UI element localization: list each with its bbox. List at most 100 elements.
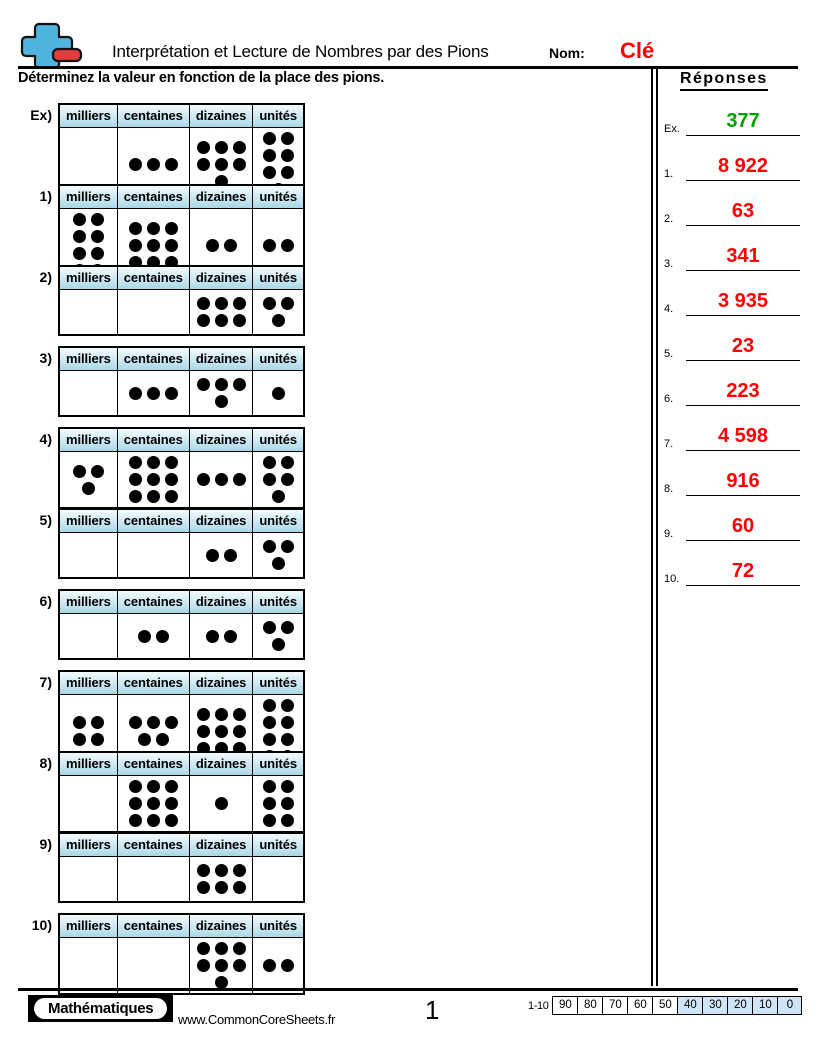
counter-dot [146, 157, 160, 171]
table-row [58, 937, 305, 995]
answer-blank-line [686, 585, 800, 586]
counter-cell-unités [252, 289, 305, 336]
counter-dots [65, 713, 112, 749]
counter-dots [258, 861, 298, 897]
counter-dot [146, 780, 160, 793]
answer-row: 6.223 [664, 361, 804, 406]
answer-row: 4.3 935 [664, 271, 804, 316]
counter-dot [146, 386, 160, 400]
table-row [58, 532, 305, 579]
answers-heading: Réponses [680, 70, 768, 91]
counter-dot [232, 140, 246, 154]
answer-blank-line [686, 360, 800, 361]
answer-row: 7.4 598 [664, 406, 804, 451]
problem-label: 3) [39, 350, 52, 366]
counter-dot [280, 149, 294, 162]
counter-dot [164, 780, 178, 793]
counter-dot [128, 473, 142, 486]
column-header-milliers: milliers [58, 346, 118, 371]
counter-dots [195, 375, 248, 411]
counter-dots [195, 618, 248, 654]
counter-dots [195, 227, 248, 263]
plus-minus-icon [20, 22, 83, 66]
column-header-centaines: centaines [116, 103, 190, 128]
counter-dot [232, 157, 246, 171]
counter-dot [146, 814, 160, 827]
answer-value: 8 922 [717, 155, 769, 177]
counter-cell-dizaines [188, 451, 254, 509]
counter-dots [258, 375, 298, 411]
counter-dots [258, 294, 298, 330]
answer-value: 60 [731, 515, 755, 537]
counter-cell-dizaines [188, 532, 254, 579]
answer-value: 72 [731, 560, 755, 582]
counter-cell-dizaines [188, 856, 254, 903]
column-header-centaines: centaines [116, 751, 190, 776]
answer-number: Ex. [664, 123, 680, 135]
problem-label: 8) [39, 755, 52, 771]
counter-dot [214, 314, 228, 327]
counter-dot [196, 378, 210, 391]
counter-dots [195, 294, 248, 330]
counter-dot [164, 473, 178, 486]
answer-number: 2. [664, 213, 674, 225]
answer-number: 4. [664, 303, 674, 315]
column-header-unités: unités [252, 832, 305, 857]
counter-dot [280, 814, 294, 827]
counter-dot [232, 473, 246, 486]
counter-dot [280, 699, 294, 712]
counter-dot [90, 230, 104, 243]
counter-dots [123, 294, 184, 330]
counter-dot [205, 629, 219, 643]
counter-dot [164, 157, 178, 171]
counter-dot [164, 797, 178, 810]
counter-dots [195, 462, 248, 498]
counter-dot [164, 490, 178, 503]
counter-dots [123, 221, 184, 269]
answer-number: 5. [664, 348, 674, 360]
counter-dots [123, 948, 184, 984]
counter-dots [195, 942, 248, 989]
counter-dots [195, 707, 248, 755]
column-header-centaines: centaines [116, 265, 190, 290]
counter-dot [271, 386, 285, 400]
counter-dot [271, 638, 285, 651]
counter-dot [128, 797, 142, 810]
counter-dot [232, 378, 246, 391]
counter-dot [146, 797, 160, 810]
problem-label: 2) [39, 269, 52, 285]
counter-dot [196, 473, 210, 486]
column-header-dizaines: dizaines [188, 103, 254, 128]
counter-cell-centaines [116, 532, 190, 579]
answer-blank-line [686, 135, 800, 136]
table-row [58, 451, 305, 509]
counter-dots [65, 861, 112, 897]
counter-dots [65, 786, 112, 822]
column-header-unités: unités [252, 670, 305, 695]
score-cell-30: 30 [702, 996, 728, 1015]
counter-dot [280, 238, 294, 252]
counter-dot [164, 716, 178, 729]
answer-blank-line [686, 180, 800, 181]
counter-dot [196, 724, 210, 738]
counter-dot [262, 959, 276, 972]
counter-dot [72, 213, 86, 226]
counter-dot [81, 481, 95, 495]
counter-dots [65, 948, 112, 984]
counter-dots [195, 786, 248, 822]
counter-dot [280, 780, 294, 793]
table-row [58, 370, 305, 417]
answer-row: 8.916 [664, 451, 804, 496]
column-header-centaines: centaines [116, 427, 190, 452]
counter-dot [214, 707, 228, 721]
